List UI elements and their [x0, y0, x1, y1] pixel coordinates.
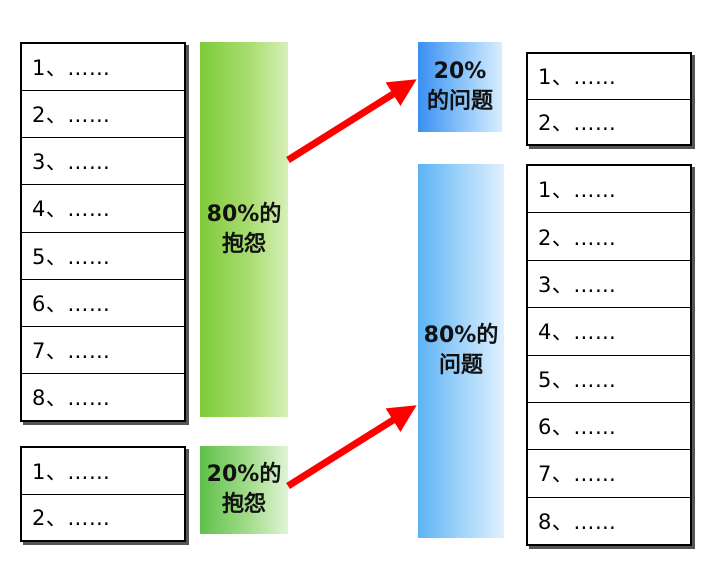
problems-20-bar: 20% 的问题 [418, 42, 502, 132]
list-item: 1、…… [528, 166, 690, 214]
list-item: 8、…… [538, 509, 617, 534]
problems-20-label: 20% 的问题 [426, 59, 493, 114]
list-item: 6、…… [22, 280, 184, 327]
complaints-20-label: 20%的 抱怨 [206, 462, 282, 517]
list-item: 5、…… [528, 356, 690, 403]
right-problems-list-8: 1、…… 2、…… 3、…… 4、…… 5、…… 6、…… 7、…… 8、…… [526, 164, 692, 546]
arrow-complaints20-to-problems80 [286, 405, 417, 489]
list-item: 1、…… [528, 54, 690, 100]
list-item: 5、…… [22, 233, 184, 280]
list-item: 1、…… [22, 44, 184, 92]
list-item: 2、…… [538, 110, 617, 135]
list-item: 7、…… [22, 327, 184, 374]
list-item: 8、…… [32, 385, 111, 410]
list-item: 2、…… [22, 91, 184, 139]
list-item: 3、…… [528, 261, 690, 309]
list-item: 4、…… [22, 185, 184, 233]
left-complaints-list-2: 1、…… 2、…… [20, 446, 186, 542]
list-item: 4、…… [528, 308, 690, 356]
right-problems-list-2: 1、…… 2、…… [526, 52, 692, 146]
list-item: 3、…… [22, 138, 184, 186]
list-item: 2、…… [528, 213, 690, 261]
left-complaints-list-8: 1、…… 2、…… 3、…… 4、…… 5、…… 6、…… 7、…… 8、…… [20, 42, 186, 422]
complaints-80-bar: 80%的 抱怨 [200, 42, 288, 417]
problems-80-bar: 80%的 问题 [418, 164, 504, 538]
list-item: 2、…… [32, 506, 111, 531]
list-item: 6、…… [528, 403, 690, 451]
complaints-20-bar: 20%的 抱怨 [200, 446, 288, 534]
list-item: 7、…… [528, 450, 690, 498]
complaints-80-label: 80%的 抱怨 [206, 201, 282, 257]
problems-80-label: 80%的 问题 [423, 323, 499, 378]
arrow-complaints80-to-problems20 [286, 79, 417, 163]
list-item: 1、…… [22, 448, 184, 495]
